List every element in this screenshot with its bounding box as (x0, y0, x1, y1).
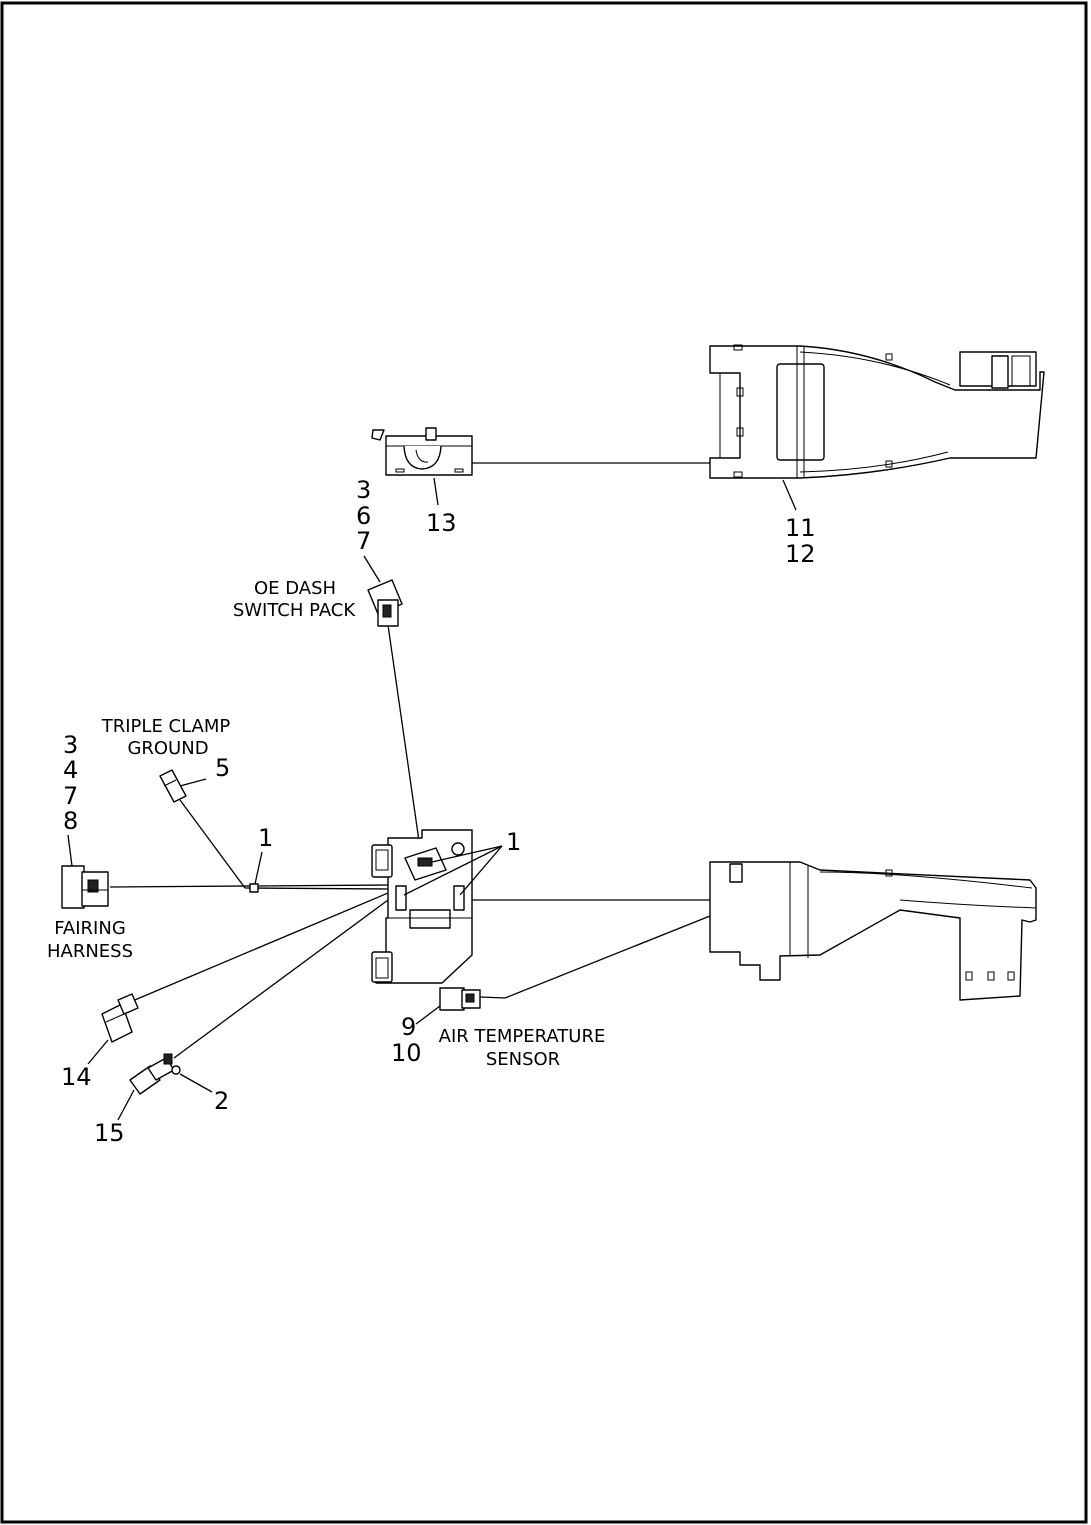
callout-13: 13 (426, 509, 457, 537)
splice-1 (249, 883, 259, 893)
triple-clamp-ground-terminal (159, 769, 187, 803)
callout-15: 15 (94, 1119, 125, 1147)
caption-switch-pack: SWITCH PACK (233, 600, 357, 621)
callout-3-left: 3 (63, 731, 78, 759)
callout-10: 10 (391, 1039, 422, 1067)
lower-right-tray (709, 861, 1037, 1001)
callout-8-left: 8 (63, 807, 78, 835)
callout-7-upper: 7 (356, 527, 371, 555)
caption-ground: GROUND (127, 738, 208, 759)
callout-2: 2 (214, 1087, 229, 1115)
part-15-connector (129, 1053, 181, 1095)
leader-lines (67, 477, 797, 1121)
callout-1-splice: 1 (258, 824, 273, 852)
callout-6-upper: 6 (356, 502, 371, 530)
part-13-bracket (371, 427, 473, 476)
fairing-harness-connector (61, 865, 109, 909)
caption-air-temperature: AIR TEMPERATURE (439, 1026, 606, 1047)
wiring (109, 462, 711, 1059)
part-14-connector (101, 993, 139, 1043)
callout-3-upper: 3 (356, 476, 371, 504)
caption-sensor: SENSOR (486, 1049, 560, 1070)
air-temperature-sensor-connector (439, 987, 481, 1011)
callout-12: 12 (785, 540, 816, 568)
callout-5: 5 (215, 754, 230, 782)
callout-4-left: 4 (63, 756, 78, 784)
caption-oe-dash: OE DASH (254, 578, 336, 599)
callout-14: 14 (61, 1063, 92, 1091)
caption-triple-clamp: TRIPLE CLAMP (101, 716, 231, 737)
caption-fairing: FAIRING (54, 918, 126, 939)
callout-7-left: 7 (63, 782, 78, 810)
main-bracket (371, 829, 473, 984)
callout-11: 11 (785, 514, 816, 542)
oe-dash-connector (367, 579, 403, 627)
callout-9: 9 (401, 1013, 416, 1041)
caption-harness: HARNESS (47, 941, 133, 962)
part-11-12-tray (709, 344, 1045, 479)
callout-1-bracket: 1 (506, 828, 521, 856)
